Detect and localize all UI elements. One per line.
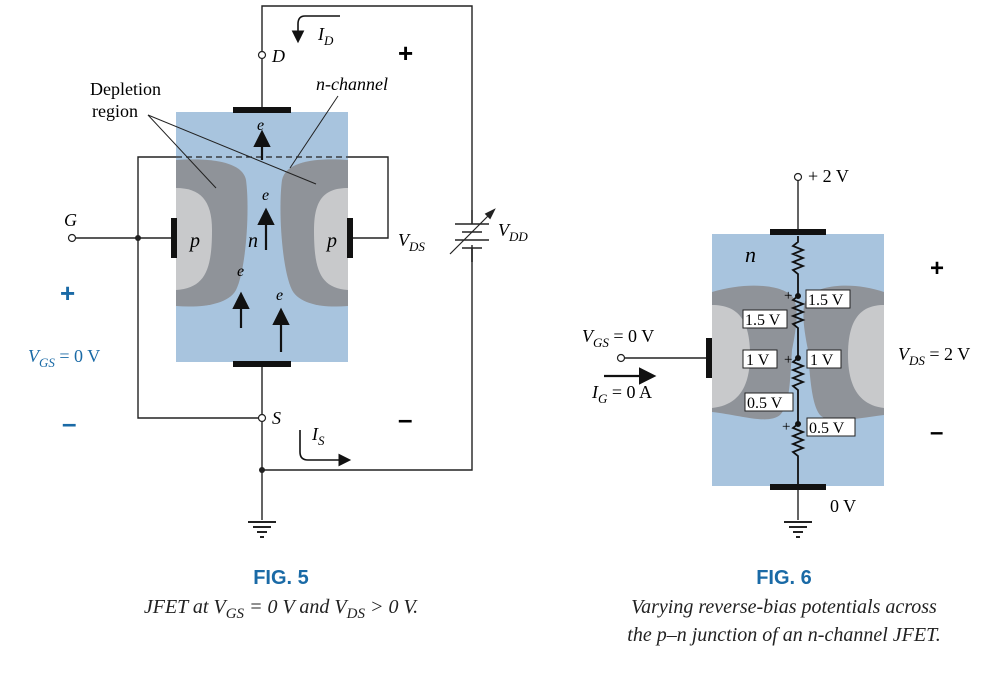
fig6-vds-label: VDS = 2 V: [898, 344, 970, 368]
v15-right: 1.5 V: [808, 292, 844, 309]
depletion-label-line2: region: [92, 101, 138, 121]
vds-plus: +: [398, 38, 413, 68]
fig6-caption-line2: the p–n junction of an n-channel JFET.: [627, 624, 940, 646]
plus-mark-2: +: [784, 352, 792, 368]
vds-label: VDS: [398, 230, 425, 254]
v15-left: 1.5 V: [745, 312, 781, 329]
p-region-left: [176, 188, 212, 290]
plus-mark-3: +: [782, 419, 790, 435]
depletion-label-line1: Depletion: [90, 79, 161, 99]
drain-contact: [233, 107, 291, 113]
v1-right: 1 V: [810, 352, 834, 369]
drain-label: D: [271, 46, 285, 66]
fig6-title: FIG. 6: [756, 567, 812, 589]
v05-right: 0.5 V: [809, 420, 845, 437]
v1-left: 1 V: [746, 352, 770, 369]
id-label: ID: [317, 24, 334, 48]
vgs-minus: –: [62, 408, 76, 438]
depletion-leaders: [147, 95, 339, 189]
fig6-vds-minus: –: [930, 419, 943, 446]
fig5-diagram: D S G ID IS Depletion region n-channel p…: [28, 5, 528, 538]
vgs-label: VGS = 0 V: [28, 346, 100, 370]
bottom-voltage-label: 0 V: [830, 496, 856, 516]
fig6-vds-plus: +: [930, 255, 944, 282]
fig5-caption: JFET at VGS = 0 V and VDS > 0 V.: [144, 596, 419, 622]
source-label: S: [272, 408, 281, 428]
fig6-vgs-label: VGS = 0 V: [582, 326, 654, 350]
fig6-diagram: 1.5 V 1.5 V 1 V 1 V 0.5 V 0.5 V + + + + …: [582, 166, 970, 538]
gate-contact-right: [347, 218, 353, 258]
is-label: IS: [311, 424, 325, 448]
fig6-source-contact: [770, 484, 826, 490]
gate-label: G: [64, 210, 77, 230]
fig6-ig-label: IG = 0 A: [591, 382, 652, 406]
p-right-label: p: [325, 230, 337, 252]
electron-label-1: e: [257, 117, 264, 134]
fig6-n-label: n: [745, 242, 756, 267]
fig5-title: FIG. 5: [253, 567, 309, 589]
ground-symbol: [248, 521, 276, 538]
electron-label-2: e: [262, 187, 269, 204]
vgs-plus: +: [60, 278, 75, 308]
vdd-battery: [449, 208, 496, 262]
current-arrows: [291, 15, 352, 467]
p-region-right: [314, 188, 348, 290]
fig6-drain-contact: [770, 229, 826, 235]
nchannel-label: n-channel: [316, 74, 388, 94]
v05-left: 0.5 V: [747, 395, 783, 412]
fig6-ground: [784, 521, 812, 538]
channel-resistance: [790, 236, 806, 484]
source-contact: [233, 361, 291, 367]
fig6-caption-line1: Varying reverse-bias potentials across: [631, 596, 937, 618]
electron-flow-arrows: [232, 129, 290, 352]
fig6-p-right: [848, 305, 884, 408]
vds-minus: –: [398, 404, 412, 434]
electron-label-4: e: [276, 287, 283, 304]
gate-contact-left: [171, 218, 177, 258]
top-voltage-label: + 2 V: [808, 166, 849, 186]
plus-mark-1: +: [784, 288, 792, 304]
electron-label-3: e: [237, 263, 244, 280]
fig6-p-left: [712, 305, 750, 408]
n-label: n: [248, 230, 258, 252]
vdd-label: VDD: [498, 220, 528, 244]
fig6-gate-contact: [706, 338, 712, 378]
p-left-label: p: [188, 230, 200, 252]
